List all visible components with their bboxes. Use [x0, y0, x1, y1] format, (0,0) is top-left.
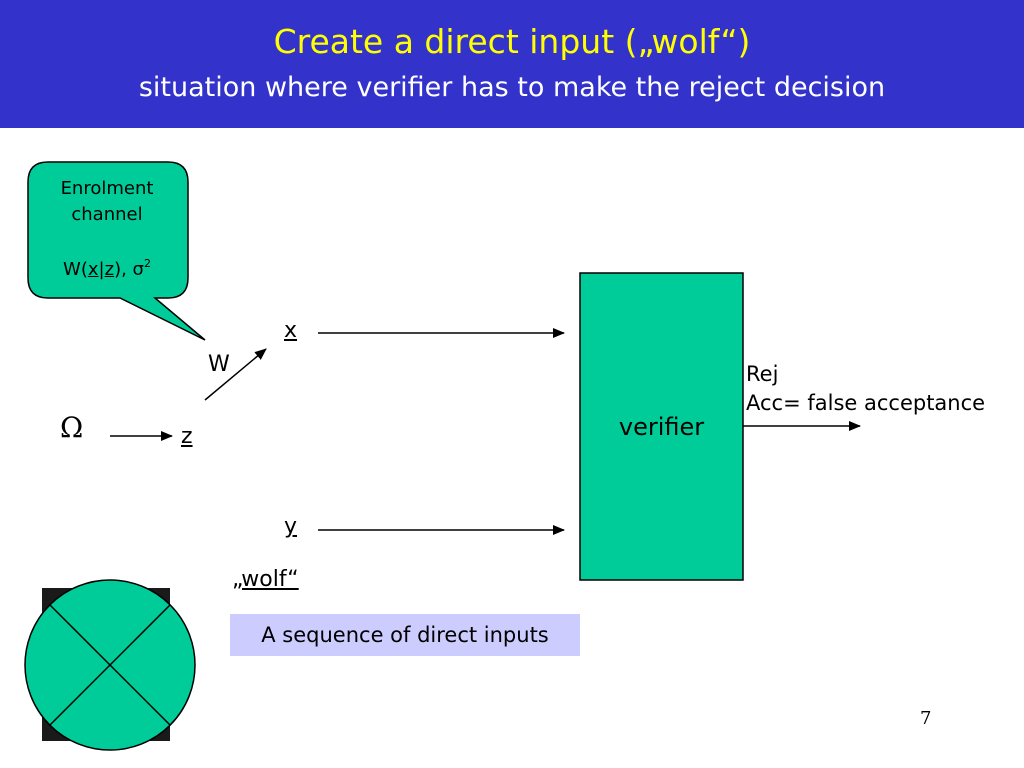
omega-label: Ω: [60, 411, 84, 444]
enrolment-channel-label: Enrolment channel: [34, 176, 180, 228]
w-label: W: [208, 352, 230, 377]
z-label: z: [181, 424, 193, 449]
callout-formula: W(x|z), σ2: [34, 258, 180, 282]
slide-title: Create a direct input („wolf“): [273, 22, 751, 61]
formula-superscript: 2: [143, 257, 151, 270]
wolf-label: „wolf“: [232, 567, 299, 592]
formula-prefix: W(: [63, 259, 88, 280]
callout-line-2: channel: [71, 204, 143, 225]
formula-separator: |: [98, 259, 105, 280]
verifier-label: verifier: [618, 413, 705, 441]
sequence-note-box: A sequence of direct inputs: [230, 614, 580, 656]
reject-label: Rej: [746, 362, 779, 386]
formula-suffix: ), σ: [114, 259, 144, 280]
wolf-symbol-cross-b: [49, 604, 171, 726]
slide-subtitle: situation where verifier has to make the…: [138, 72, 886, 103]
y-label: y: [284, 514, 298, 539]
x-label: x: [284, 318, 298, 343]
enrolment-callout-bubble: [27, 161, 206, 341]
channel-w-arrow: [204, 348, 267, 401]
formula-z: z: [104, 259, 115, 280]
verifier-box: [579, 272, 744, 581]
title-bar: Create a direct input („wolf“) situation…: [0, 0, 1024, 128]
formula-x: x: [87, 259, 99, 280]
false-acceptance-label: Acc= false acceptance: [746, 391, 986, 415]
callout-line-1: Enrolment: [60, 178, 154, 199]
sequence-note-text: A sequence of direct inputs: [261, 623, 549, 647]
page-number: 7: [920, 708, 932, 729]
